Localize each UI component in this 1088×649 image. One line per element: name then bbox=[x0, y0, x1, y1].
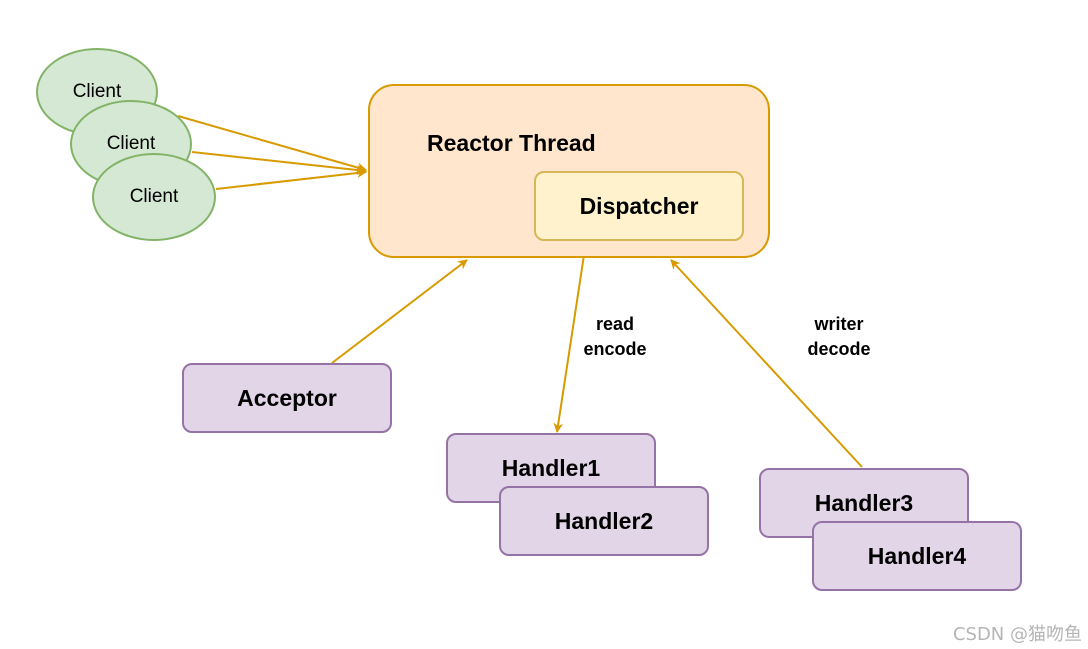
edge-label-writer-decode: writer decode bbox=[807, 314, 871, 359]
client-label-3: Client bbox=[129, 186, 179, 207]
handler2-label: Handler2 bbox=[554, 507, 654, 534]
acceptor-node: Acceptor bbox=[182, 363, 392, 433]
handler1-label: Handler1 bbox=[501, 454, 601, 481]
handler4-label: Handler4 bbox=[867, 542, 967, 569]
handler4-node: Handler4 bbox=[812, 521, 1022, 591]
dispatcher-node: Dispatcher bbox=[534, 171, 744, 241]
handler2-node: Handler2 bbox=[499, 486, 709, 556]
arrow-client3-to-reactor bbox=[215, 168, 367, 190]
client-label-1: Client bbox=[72, 81, 122, 102]
dispatcher-label: Dispatcher bbox=[579, 192, 699, 219]
watermark: CSDN @猫吻鱼 bbox=[952, 624, 1082, 645]
arrow-acceptor-to-reactor bbox=[331, 259, 468, 364]
arrow-client1-to-reactor bbox=[177, 115, 367, 173]
arrow-client2-to-reactor bbox=[191, 151, 367, 175]
edge-label-read-encode: read encode bbox=[583, 314, 647, 359]
client-node-3: Client bbox=[92, 153, 216, 241]
reactor-thread-title: Reactor Thread bbox=[427, 130, 596, 156]
handler3-label: Handler3 bbox=[814, 489, 914, 516]
client-label-2: Client bbox=[106, 133, 156, 154]
arrow-dispatcher-to-handler1 bbox=[553, 241, 587, 433]
acceptor-label: Acceptor bbox=[237, 384, 337, 411]
arrow-handler3-to-reactor bbox=[670, 259, 863, 468]
